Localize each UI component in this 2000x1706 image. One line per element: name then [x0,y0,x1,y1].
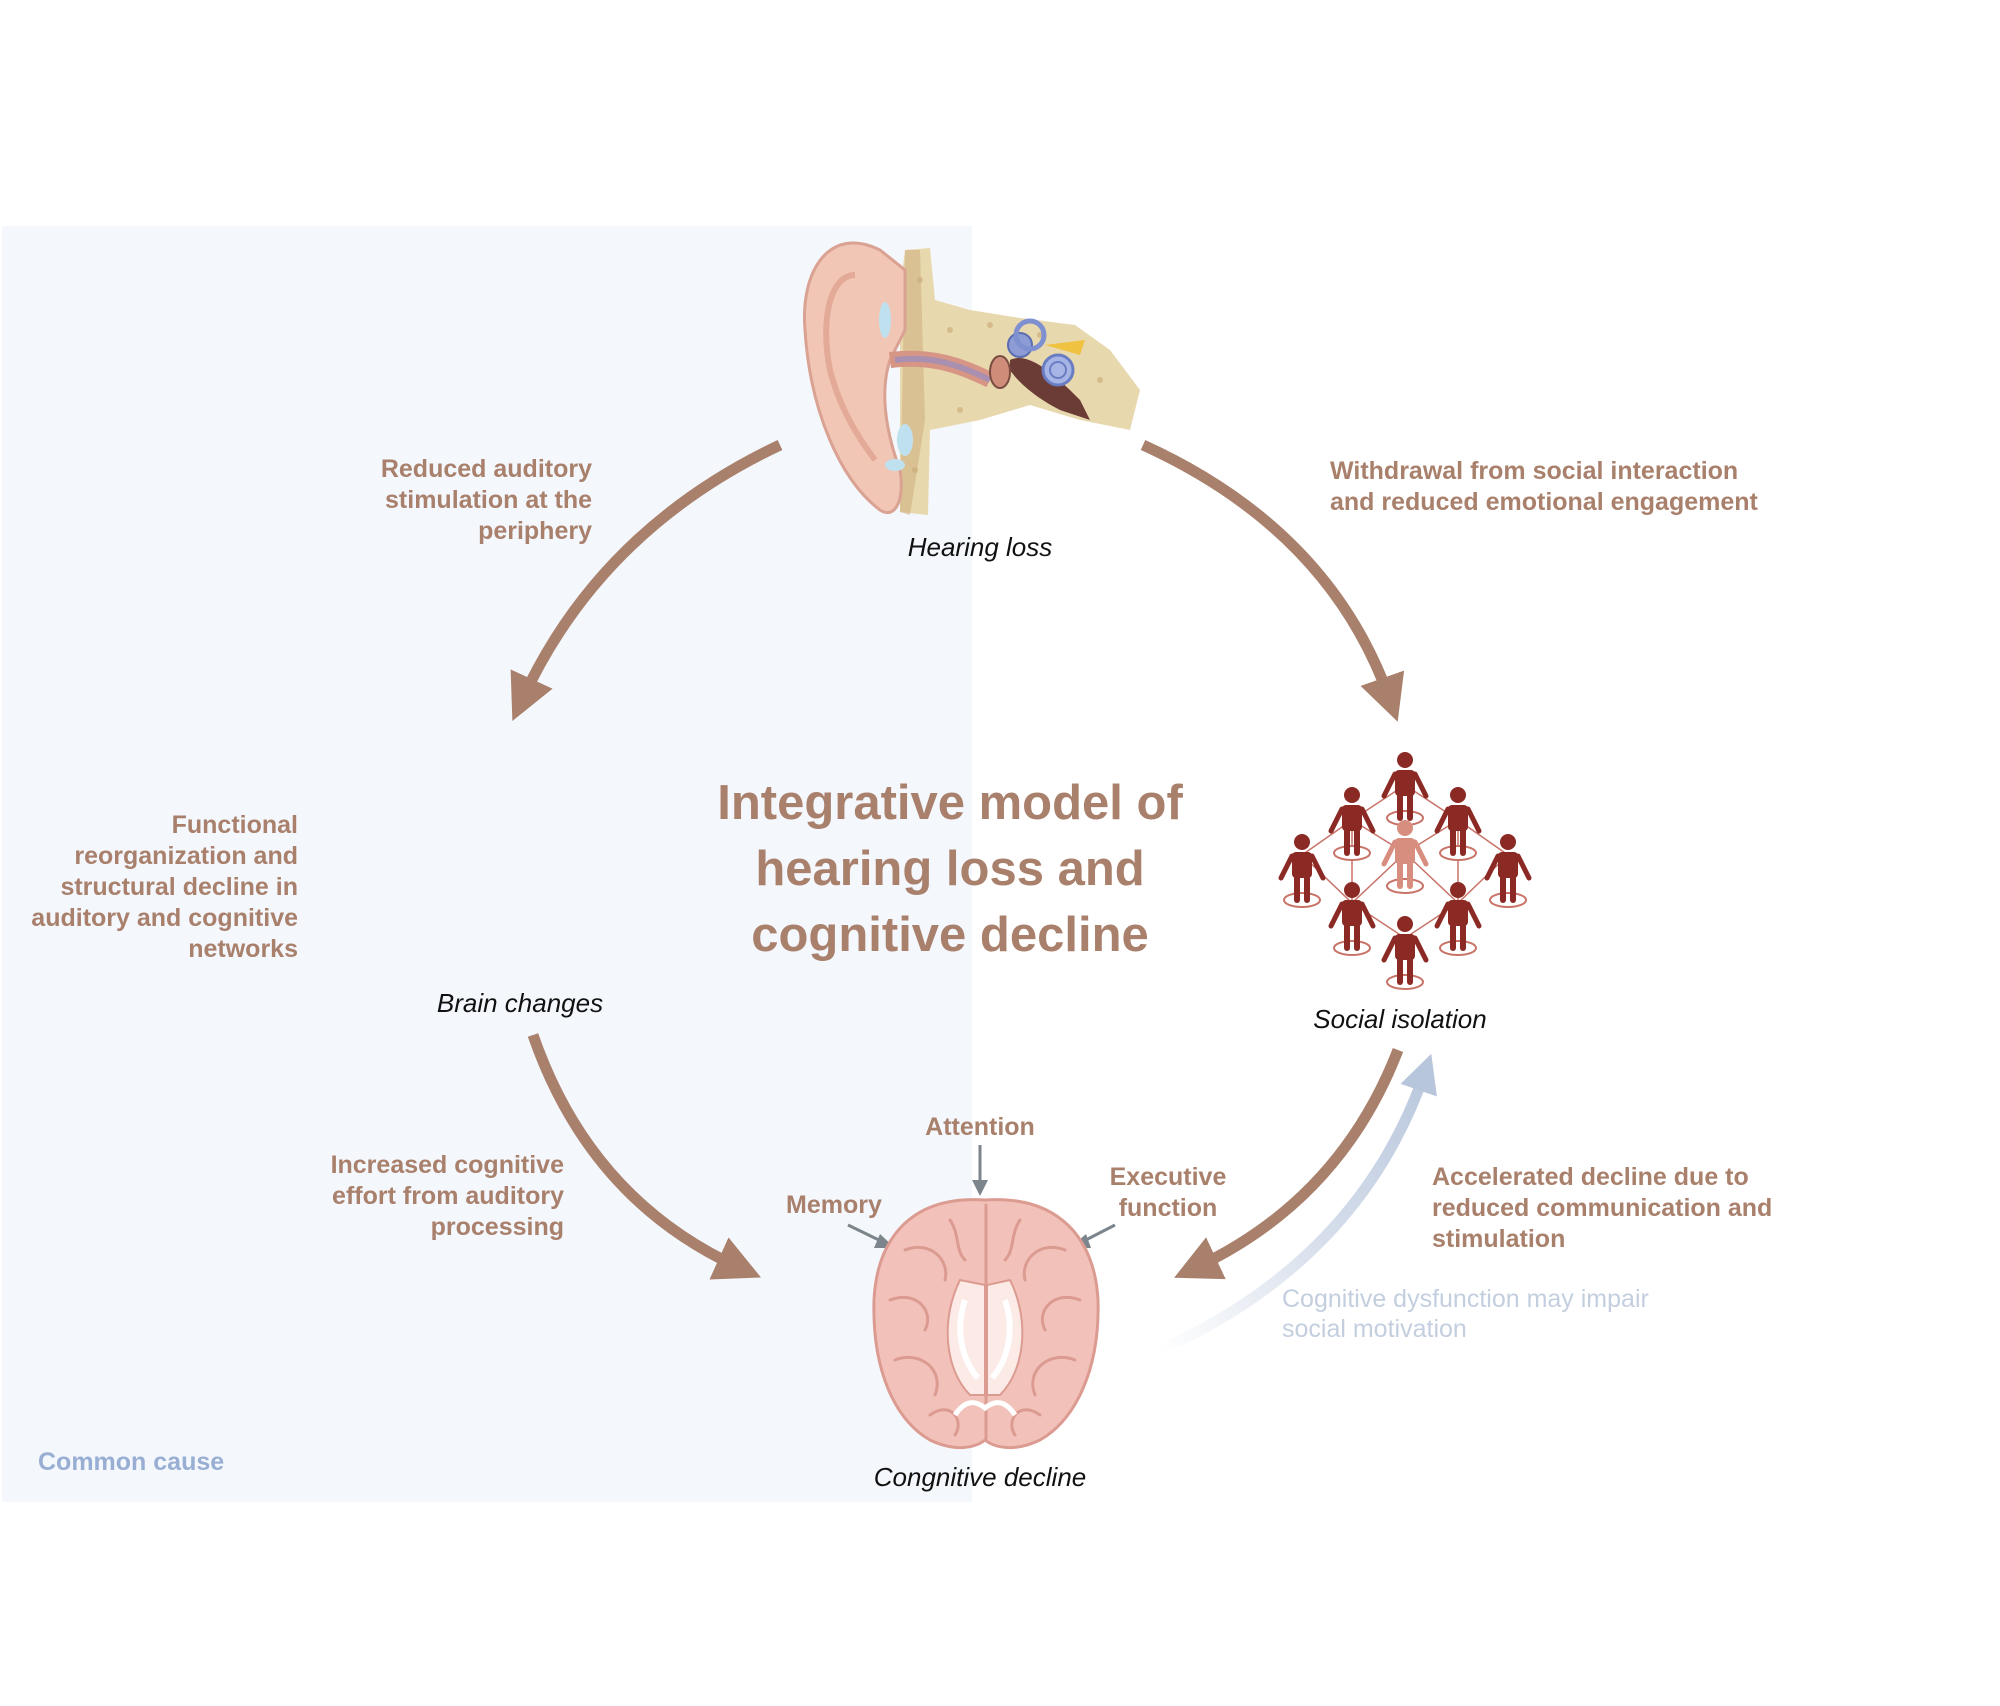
label-hearing-to-brain: Reduced auditory stimulation at the peri… [380,455,592,545]
node-hearing-loss: Hearing loss [907,532,1053,562]
node-brain-changes: Brain changes [436,988,604,1018]
node-social-isolation: Social isolation [1313,1004,1487,1034]
ear-anatomy-icon [802,241,1140,515]
arrow-hearing-to-social [1140,439,1405,722]
label-hearing-to-social: Withdrawal from social interaction and r… [1330,457,1758,516]
common-cause-panel [2,226,972,1502]
social-network-icon [1281,752,1529,990]
brain-icon [872,1198,1100,1449]
label-attention: Attention [925,1113,1035,1141]
common-cause-label: Common cause [38,1448,225,1476]
arrow-cognitive-to-social [1157,1053,1437,1356]
arrow-social-to-cognitive [1174,1048,1404,1280]
label-memory: Memory [786,1191,882,1219]
arrow-hearing-to-brain [510,440,783,721]
label-executive-function: Executive function [1109,1163,1227,1222]
node-cognitive-decline: Congnitive decline [873,1462,1087,1492]
label-brain-changes-detail: Functional reorganization and structural… [31,811,298,963]
arrow-brain-to-cognitive [527,1033,762,1280]
label-cognitive-to-social: Cognitive dysfunction may impair social … [1282,1285,1649,1343]
label-brain-to-cognitive: Increased cognitive effort from auditory… [330,1151,564,1241]
label-social-to-cognitive: Accelerated decline due to reduced commu… [1432,1163,1773,1253]
diagram-title: Integrative model of hearing loss and co… [717,776,1183,962]
